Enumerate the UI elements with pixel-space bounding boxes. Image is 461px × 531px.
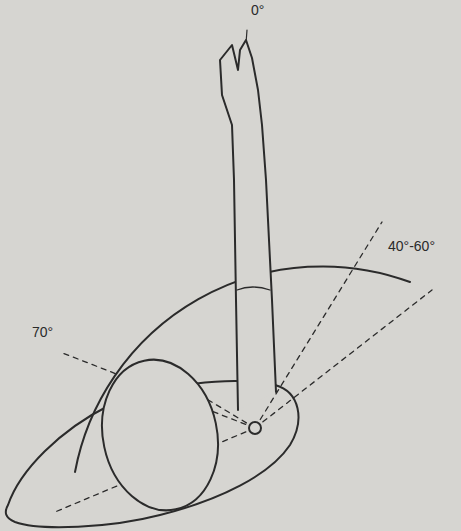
elbow-line [237, 287, 270, 290]
angle-label: 40°-60° [386, 238, 437, 254]
arm-outline [220, 40, 276, 410]
angle-label: 0° [249, 2, 266, 18]
head-outline [88, 349, 231, 521]
motion-line [255, 290, 432, 428]
joint-center [249, 422, 261, 434]
angle-label: 70° [30, 324, 55, 340]
